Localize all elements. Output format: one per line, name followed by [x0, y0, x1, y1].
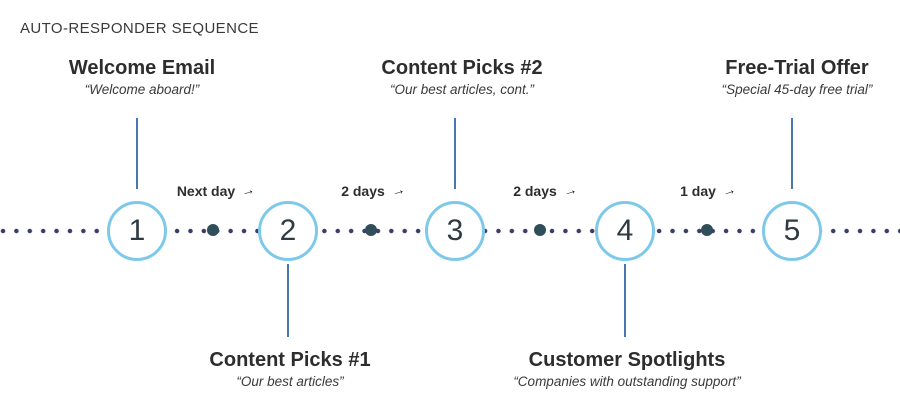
step-circle-2: 2: [258, 201, 318, 261]
step-label-title: Customer Spotlights: [528, 349, 726, 371]
step-label-title: Content Picks #1: [209, 349, 371, 371]
interval-label-next-day: Next day→: [176, 180, 258, 200]
step-label-quote: “Welcome aboard!”: [84, 82, 200, 97]
interval-dot-3: [534, 224, 546, 236]
connector-line-step2: [287, 264, 289, 337]
right-arrow-icon: →: [388, 180, 407, 200]
interval-dot-2: [365, 224, 377, 236]
right-arrow-icon: →: [719, 180, 738, 200]
step-number: 1: [128, 214, 146, 247]
connector-line-step4: [624, 264, 626, 337]
right-arrow-icon: →: [238, 180, 258, 200]
interval-label-1-day: 1 day→: [680, 180, 738, 200]
step-label-title: Free-Trial Offer: [725, 57, 869, 79]
step-label-quote: “Our best articles”: [236, 374, 344, 389]
step-number: 5: [783, 214, 801, 247]
step-label-welcome-email: Welcome Email “Welcome aboard!”: [69, 57, 215, 97]
connector-line-step3: [454, 118, 456, 189]
step-label-content-picks-1: Content Picks #1 “Our best articles”: [209, 349, 370, 389]
connector-line-step1: [136, 118, 138, 189]
step-label-title: Content Picks #2: [381, 57, 543, 79]
connector-line-step5: [791, 118, 793, 189]
step-label-quote: “Special 45-day free trial”: [721, 82, 873, 97]
right-arrow-icon: →: [560, 180, 579, 200]
step-number: 3: [446, 214, 464, 247]
step-number: 4: [616, 214, 634, 247]
diagram-title: AUTO-RESPONDER SEQUENCE: [20, 20, 259, 37]
interval-text: Next day: [176, 183, 236, 199]
step-label-content-picks-2: Content Picks #2 “Our best articles, con…: [381, 57, 542, 97]
step-label-customer-spotlights: Customer Spotlights “Companies with outs…: [513, 349, 740, 389]
step-label-quote: “Companies with outstanding support”: [513, 374, 741, 389]
interval-text: 2 days: [341, 183, 385, 199]
step-label-free-trial-offer: Free-Trial Offer “Special 45-day free tr…: [722, 57, 873, 97]
step-label-quote: “Our best articles, cont.”: [389, 82, 535, 97]
step-circle-3: 3: [425, 201, 485, 261]
step-label-title: Welcome Email: [68, 57, 216, 79]
step-number: 2: [279, 214, 297, 247]
interval-label-2-days-b: 2 days→: [513, 180, 579, 200]
interval-text: 1 day: [680, 183, 716, 199]
step-circle-1: 1: [107, 201, 167, 261]
interval-label-2-days-a: 2 days→: [341, 180, 407, 200]
step-circle-4: 4: [595, 201, 655, 261]
interval-dot-4: [701, 224, 713, 236]
interval-text: 2 days: [513, 183, 557, 199]
interval-dot-1: [207, 224, 219, 236]
step-circle-5: 5: [762, 201, 822, 261]
